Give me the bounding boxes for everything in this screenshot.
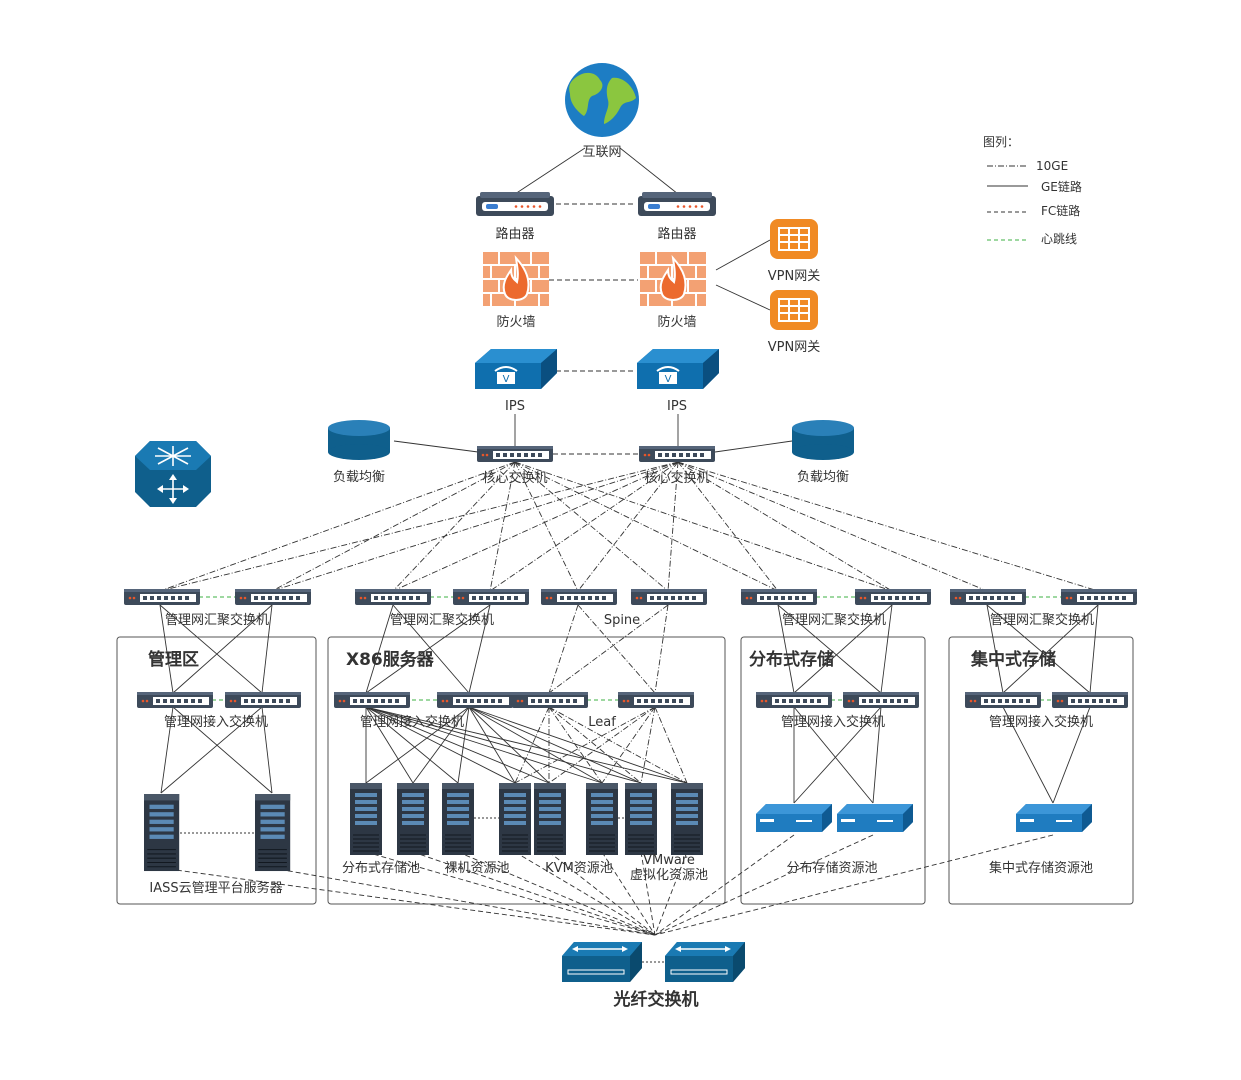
leaf-switch-1	[512, 692, 588, 708]
server-icon-vmware-2	[670, 782, 704, 856]
mgmt-access-switch-2	[225, 692, 301, 708]
legend-label-heartbeat: 心跳线	[1041, 232, 1077, 246]
lb-label-left: 负载均衡	[333, 470, 385, 485]
leaf-switch-2	[618, 692, 694, 708]
central-agg-label: 管理网汇聚交换机	[990, 612, 1094, 628]
dist-access-switch-2	[843, 692, 919, 708]
legend-label-10ge: 10GE	[1036, 159, 1068, 173]
zone-central-title: 集中式存储	[970, 649, 1056, 670]
mgmt-agg-label: 管理网汇聚交换机	[165, 612, 269, 628]
internet-globe-icon	[565, 63, 639, 137]
zone-mgmt-title: 管理区	[148, 649, 199, 670]
zone-mgmt-box	[116, 636, 317, 905]
vmware-label-1: VMware	[643, 853, 695, 868]
dist-storage-icon-2	[837, 804, 913, 832]
vpn-gateway-icon-1	[769, 218, 819, 260]
zone-x86-title: X86服务器	[346, 649, 435, 670]
server-icon-vmware-1	[624, 782, 658, 856]
legend-label-fc: FC链路	[1041, 203, 1080, 218]
router-label-left: 路由器	[495, 226, 534, 242]
mgmt-access-label: 管理网接入交换机	[164, 714, 268, 730]
ips-label-right: IPS	[667, 399, 687, 414]
dist-agg-switch-1	[741, 589, 817, 605]
x86-agg-switch-1	[355, 589, 431, 605]
dist-pool-label: 分布式存储池	[342, 861, 420, 876]
firewall-icon-right	[639, 251, 707, 307]
x86-agg-switch-2	[453, 589, 529, 605]
dist-agg-label: 管理网汇聚交换机	[782, 612, 886, 628]
core-switch-icon-right	[639, 446, 715, 462]
mgmt-agg-switch-2	[235, 589, 311, 605]
central-res-label: 集中式存储资源池	[989, 860, 1093, 876]
vpn-label-2: VPN网关	[768, 340, 820, 355]
zone-dist-box	[740, 636, 926, 905]
load-balancer-icon-right	[792, 420, 854, 460]
x86-access-switch-2	[437, 692, 513, 708]
central-access-switch-1	[965, 692, 1041, 708]
server-icon-bare-2	[498, 782, 532, 856]
fc-switch-icon-1	[561, 941, 643, 983]
links	[159, 147, 1099, 963]
router-label-right: 路由器	[657, 226, 696, 242]
server-icon-kvm-2	[585, 782, 619, 856]
x86-access-label: 管理网接入交换机	[360, 714, 464, 730]
x86-agg-label: 管理网汇聚交换机	[390, 612, 494, 628]
core-router-symbol-icon	[135, 441, 211, 507]
firewall-label-left: 防火墙	[496, 314, 535, 330]
ips-label-left: IPS	[505, 399, 525, 414]
server-icon-bare-1	[441, 782, 475, 856]
mgmt-access-switch-1	[137, 692, 213, 708]
core-label-right: 核心交换机	[644, 470, 709, 486]
iass-server-icon-1	[143, 793, 180, 872]
ips-icon-left	[474, 348, 558, 390]
server-icon-dist-pool-1	[349, 782, 383, 856]
dist-storage-icon-1	[756, 804, 832, 832]
central-agg-switch-1	[950, 589, 1026, 605]
iass-server-icon-2	[254, 793, 291, 872]
vpn-label-1: VPN网关	[768, 269, 820, 284]
zone-dist-title: 分布式存储	[749, 649, 834, 670]
spine-switch-2	[631, 589, 707, 605]
leaf-label: Leaf	[588, 715, 616, 730]
fc-switch-icon-2	[664, 941, 746, 983]
dist-access-label: 管理网接入交换机	[781, 714, 885, 730]
vmware-label-2: 虚拟化资源池	[630, 868, 708, 883]
zone-central-box	[948, 636, 1134, 905]
server-icon-kvm-1	[533, 782, 567, 856]
core-switch-icon-left	[477, 446, 553, 462]
central-access-switch-2	[1052, 692, 1128, 708]
ips-icon-right	[636, 348, 720, 390]
x86-access-switch-1	[334, 692, 410, 708]
router-icon-left	[476, 192, 554, 216]
lb-label-right: 负载均衡	[797, 470, 849, 485]
central-agg-switch-2	[1061, 589, 1137, 605]
vpn-gateway-icon-2	[769, 289, 819, 331]
fc-switch-label: 光纤交换机	[613, 989, 699, 1010]
legend: 图列： 10GE GE链路 FC链路 心跳线	[983, 135, 1082, 246]
server-icon-dist-pool-2	[396, 782, 430, 856]
legend-title: 图列：	[983, 135, 1019, 149]
firewall-label-right: 防火墙	[657, 314, 696, 330]
central-storage-icon	[1016, 804, 1092, 832]
zone-x86-box	[327, 636, 726, 905]
spine-switch-1	[541, 589, 617, 605]
dist-res-label: 分布存储资源池	[786, 861, 877, 876]
load-balancer-icon-left	[328, 420, 390, 460]
iass-label: IASS云管理平台服务器	[149, 880, 282, 896]
bare-pool-label: 裸机资源池	[444, 861, 509, 876]
spine-label: Spine	[604, 613, 640, 628]
internet-label: 互联网	[582, 145, 621, 160]
firewall-icon-left	[482, 251, 550, 307]
core-label-left: 核心交换机	[482, 470, 547, 486]
router-icon-right	[638, 192, 716, 216]
dist-agg-switch-2	[855, 589, 931, 605]
legend-label-ge: GE链路	[1041, 179, 1082, 194]
dist-access-switch-1	[756, 692, 832, 708]
central-access-label: 管理网接入交换机	[989, 714, 1093, 730]
kvm-pool-label: KVM资源池	[545, 861, 613, 876]
mgmt-agg-switch-1	[124, 589, 200, 605]
